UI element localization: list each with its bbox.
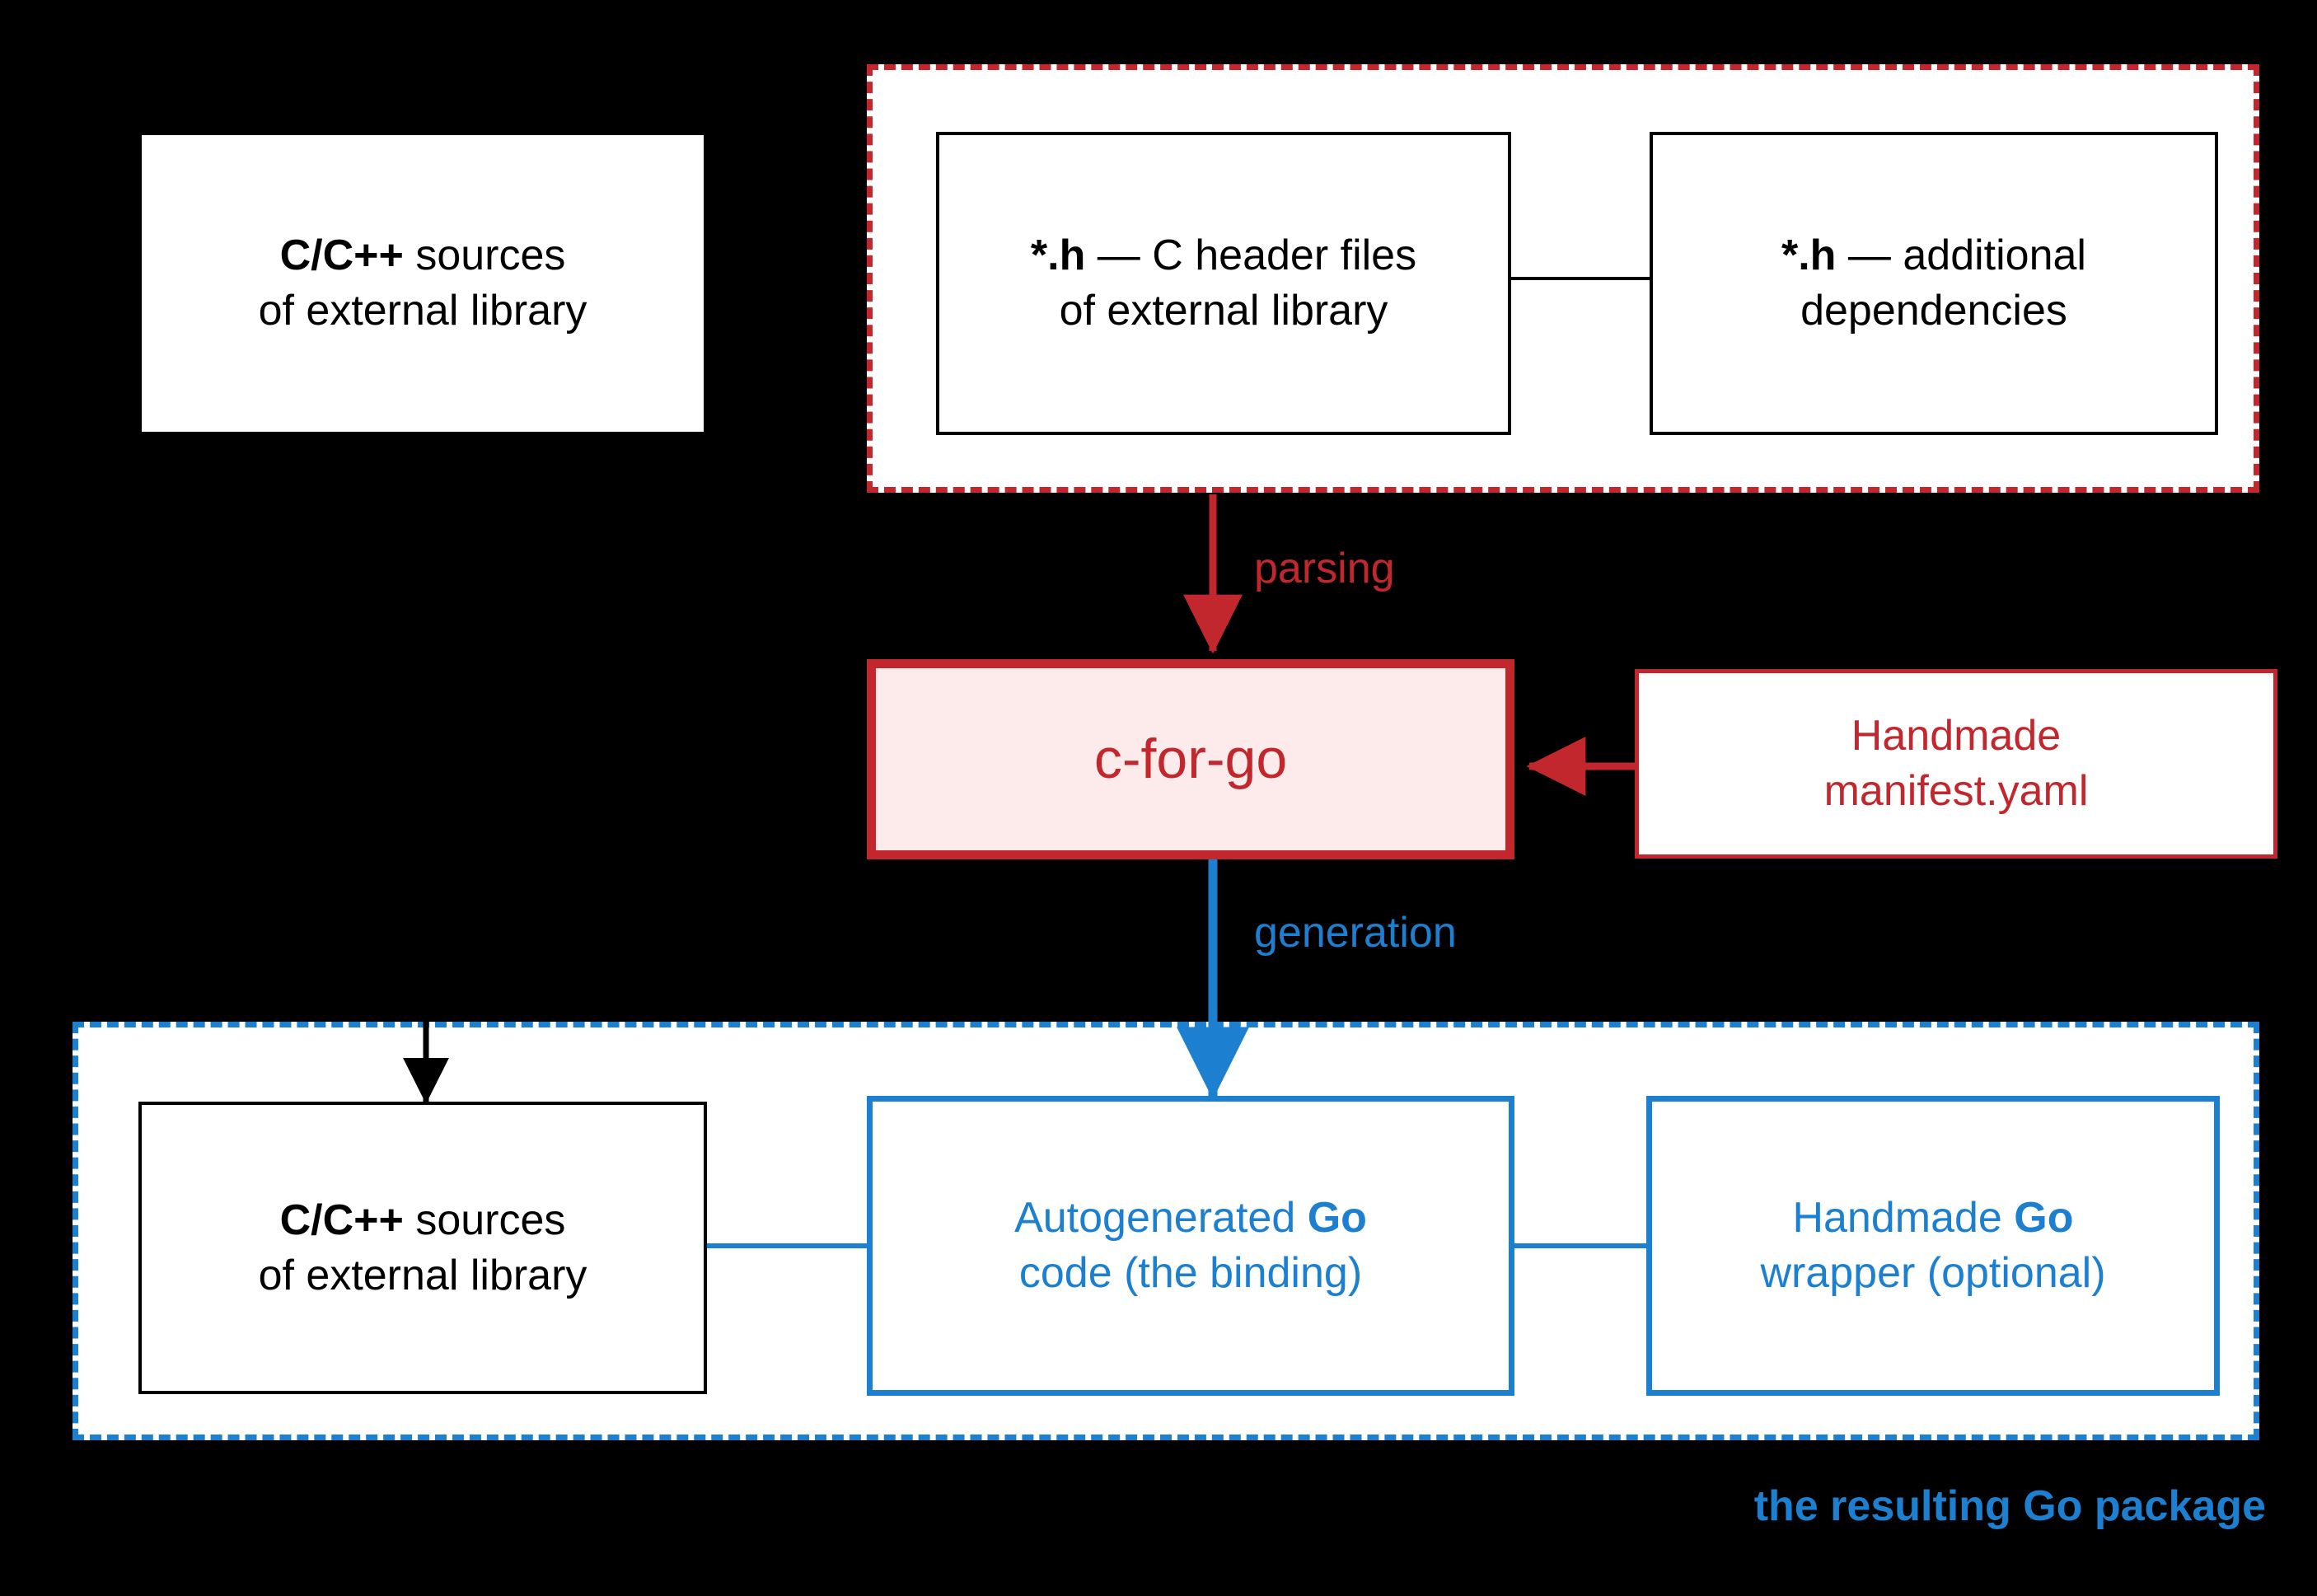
- node-c-header-files-line1: *.h — C header files: [1030, 232, 1417, 280]
- caption-resulting-go-package: the resulting Go package: [1753, 1482, 2266, 1530]
- node-manifest-yaml-line1: Handmade: [1851, 712, 2062, 761]
- node-c-header-files-line2: of external library: [1059, 287, 1388, 335]
- node-c-sources-top-line2: of external library: [258, 287, 587, 335]
- node-handmade-go-wrapper-line1: Handmade Go: [1792, 1194, 2074, 1243]
- node-handmade-go-wrapper[interactable]: Handmade Go wrapper (optional): [1646, 1096, 2220, 1396]
- node-c-for-go[interactable]: c-for-go: [867, 659, 1514, 859]
- node-handmade-go-wrapper-line2: wrapper (optional): [1760, 1249, 2106, 1297]
- node-c-for-go-label: c-for-go: [1093, 727, 1288, 790]
- node-manifest-yaml-line2: manifest.yaml: [1823, 767, 2089, 815]
- node-autogenerated-go-code-line2: code (the binding): [1018, 1249, 1363, 1297]
- node-c-sources-bottom[interactable]: C/C++ sources of external library: [138, 1102, 707, 1394]
- node-autogenerated-go-code-line1: Autogenerated Go: [1014, 1194, 1367, 1243]
- node-additional-dependencies[interactable]: *.h — additional dependencies: [1650, 132, 2218, 435]
- node-autogenerated-go-code[interactable]: Autogenerated Go code (the binding): [867, 1096, 1514, 1396]
- node-c-sources-bottom-line2: of external library: [258, 1251, 587, 1299]
- node-manifest-yaml[interactable]: Handmade manifest.yaml: [1635, 669, 2277, 859]
- node-additional-dependencies-line1: *.h — additional: [1781, 232, 2086, 280]
- node-c-header-files[interactable]: *.h — C header files of external library: [936, 132, 1511, 435]
- edge-label-parsing: parsing: [1254, 545, 1395, 592]
- edge-label-generation: generation: [1254, 909, 1457, 957]
- node-c-sources-bottom-line1: C/C++ sources: [279, 1196, 566, 1244]
- node-additional-dependencies-line2: dependencies: [1800, 287, 2067, 335]
- node-c-sources-top-line1: C/C++ sources: [279, 232, 566, 280]
- node-c-sources-top[interactable]: C/C++ sources of external library: [138, 132, 707, 435]
